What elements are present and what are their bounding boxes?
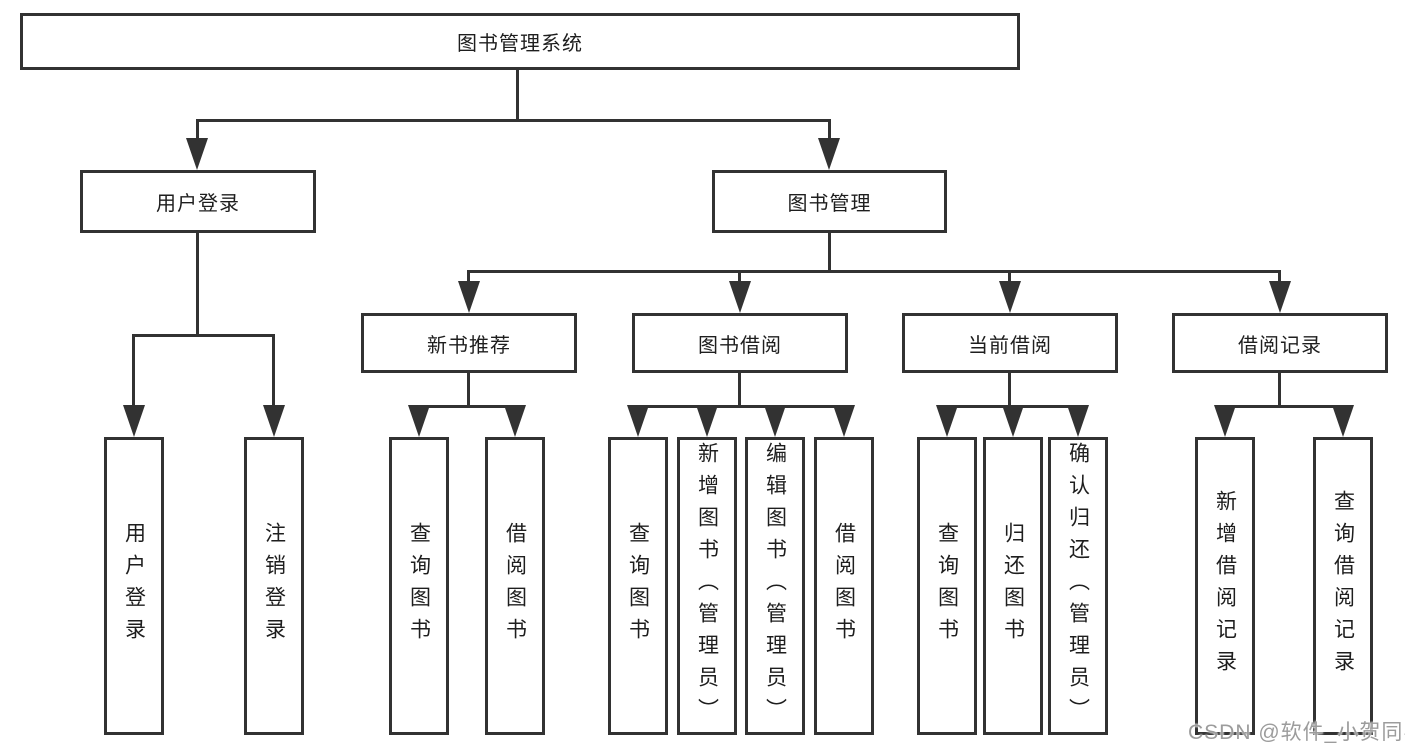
- node-library-management-system: 图书管理系统: [20, 13, 1020, 70]
- connector-user-login-rail: [132, 334, 275, 337]
- arrow-down-icon: [408, 405, 430, 437]
- node-label: 图书管理系统: [457, 33, 583, 55]
- leaf-label: 新增图书（管理员）: [695, 442, 719, 730]
- connector-new-book-recommend-rail: [417, 405, 517, 408]
- arrow-down-icon: [1269, 281, 1291, 313]
- leaf-records-query-record: 查询借阅记录: [1313, 437, 1373, 735]
- connector-stem-borrowing-records: [1278, 272, 1281, 286]
- arrow-down-icon: [1332, 405, 1354, 437]
- node-label: 当前借阅: [968, 334, 1052, 357]
- connector-current-borrowing-stem: [1008, 373, 1011, 407]
- arrow-down-icon: [833, 405, 855, 437]
- leaf-label: 归还图书: [1001, 522, 1025, 650]
- node-current-borrowing: 当前借阅: [902, 313, 1118, 373]
- connector-borrowing-records-stem: [1278, 373, 1281, 407]
- leaf-recommend-borrow-books: 借阅图书: [485, 437, 545, 735]
- leaf-logout-login: 注销登录: [244, 437, 304, 735]
- connector-borrowing-records-rail: [1223, 405, 1344, 408]
- leaf-label: 查询图书: [935, 522, 959, 650]
- connector-new-book-recommend-stem: [467, 373, 470, 407]
- leaf-current-query-books: 查询图书: [917, 437, 977, 735]
- connector-book-borrowing-rail: [636, 405, 845, 408]
- leaf-recommend-query-books: 查询图书: [389, 437, 449, 735]
- arrow-down-icon: [504, 405, 526, 437]
- connector-book-borrowing-stem: [738, 373, 741, 407]
- arrow-down-icon: [627, 405, 649, 437]
- node-new-book-recommend: 新书推荐: [361, 313, 577, 373]
- arrow-down-icon: [263, 405, 285, 437]
- arrow-down-icon: [729, 281, 751, 313]
- leaf-borrowing-add-book-admin: 新增图书（管理员）: [677, 437, 737, 735]
- leaf-borrowing-query-books: 查询图书: [608, 437, 668, 735]
- arrow-down-icon: [936, 405, 958, 437]
- arrow-down-icon: [1067, 405, 1089, 437]
- connector-stem-leaf-user-login: [132, 336, 135, 408]
- leaf-label: 注销登录: [262, 522, 286, 650]
- csdn-watermark: CSDN @软件_小贺同学: [1188, 721, 1405, 744]
- arrow-down-icon: [1214, 405, 1236, 437]
- leaf-label: 编辑图书（管理员）: [763, 442, 787, 730]
- leaf-label: 借阅图书: [832, 522, 856, 650]
- leaf-user-login: 用户登录: [104, 437, 164, 735]
- node-label: 用户登录: [156, 193, 240, 215]
- node-user-login: 用户登录: [80, 170, 316, 233]
- arrow-down-icon: [458, 281, 480, 313]
- connector-stem-book-management: [828, 121, 831, 141]
- leaf-current-confirm-return-admin: 确认归还（管理员）: [1048, 437, 1108, 735]
- arrow-down-icon: [1002, 405, 1024, 437]
- node-label: 图书管理: [787, 193, 872, 215]
- arrow-down-icon: [696, 405, 718, 437]
- node-label: 新书推荐: [427, 334, 511, 357]
- leaf-records-add-record: 新增借阅记录: [1195, 437, 1255, 735]
- arrow-down-icon: [764, 405, 786, 437]
- connector-root-stem: [516, 70, 519, 121]
- leaf-label: 查询图书: [407, 522, 431, 650]
- leaf-current-return-books: 归还图书: [983, 437, 1043, 735]
- leaf-borrowing-edit-book-admin: 编辑图书（管理员）: [745, 437, 805, 735]
- connector-stem-new-book-recommend: [467, 272, 470, 286]
- node-label: 借阅记录: [1238, 334, 1322, 357]
- leaf-label: 新增借阅记录: [1213, 490, 1237, 682]
- arrow-down-icon: [186, 138, 208, 170]
- connector-stem-book-borrowing: [738, 272, 741, 286]
- leaf-label: 确认归还（管理员）: [1066, 442, 1090, 730]
- node-book-management: 图书管理: [712, 170, 947, 233]
- arrow-down-icon: [999, 281, 1021, 313]
- node-borrowing-records: 借阅记录: [1172, 313, 1388, 373]
- leaf-label: 查询借阅记录: [1331, 490, 1355, 682]
- leaf-label: 用户登录: [122, 522, 146, 650]
- connector-stem-leaf-logout: [272, 336, 275, 408]
- connector-book-management-stem: [828, 233, 831, 272]
- connector-level2-rail: [196, 119, 831, 122]
- leaf-label: 查询图书: [626, 522, 650, 650]
- leaf-label: 借阅图书: [503, 522, 527, 650]
- node-label: 图书借阅: [698, 334, 782, 357]
- connector-level3-rail: [467, 270, 1281, 273]
- node-book-borrowing: 图书借阅: [632, 313, 848, 373]
- connector-stem-current-borrowing: [1008, 272, 1011, 286]
- arrow-down-icon: [818, 138, 840, 170]
- connector-user-login-stem: [196, 233, 199, 336]
- arrow-down-icon: [123, 405, 145, 437]
- connector-stem-user-login: [196, 121, 199, 141]
- leaf-borrowing-borrow-books: 借阅图书: [814, 437, 874, 735]
